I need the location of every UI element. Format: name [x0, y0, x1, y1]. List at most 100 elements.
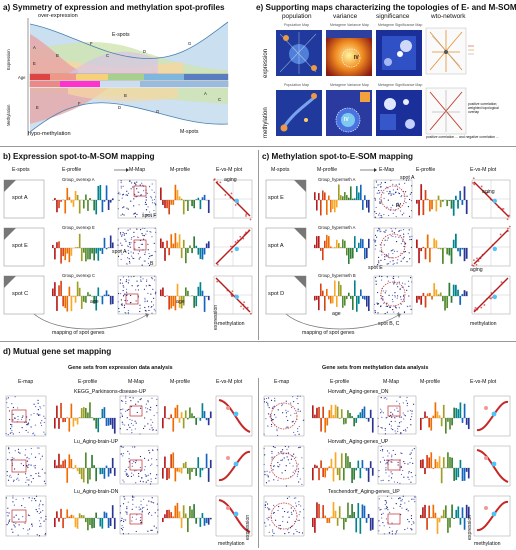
profile-bar	[463, 518, 466, 530]
profile-bar	[60, 248, 62, 264]
gene-dot	[381, 275, 383, 278]
gene-dot	[26, 416, 28, 418]
profile-bar	[340, 518, 343, 520]
profile-bar	[424, 296, 427, 308]
gene-dot	[408, 229, 410, 231]
scatter-point	[249, 218, 252, 221]
gene-dot	[393, 262, 395, 265]
profile-bar	[459, 296, 462, 305]
profile-bar	[58, 200, 60, 209]
gene-dot	[128, 461, 130, 463]
gene-dot	[296, 475, 298, 477]
gene-dot	[144, 253, 146, 255]
gene-dot	[125, 472, 127, 474]
profile-bar	[312, 518, 314, 527]
profile-bar	[352, 296, 354, 310]
gene-dot	[118, 307, 120, 310]
profile-bar	[107, 247, 110, 248]
gene-dot	[121, 213, 124, 215]
gene-dot	[122, 231, 124, 234]
gene-dot	[131, 432, 133, 434]
gene-dot	[132, 186, 134, 188]
gene-dot	[263, 447, 265, 450]
gene-dot	[386, 398, 388, 400]
profile-bar	[187, 290, 189, 296]
gene-dot	[394, 228, 397, 230]
gene-dot	[375, 280, 378, 282]
gene-dot	[412, 521, 414, 523]
gene-dot	[379, 250, 381, 252]
gene-dot	[383, 244, 385, 246]
profile-bar	[209, 459, 212, 468]
profile-bar	[201, 290, 204, 296]
gene-dot	[146, 300, 148, 302]
gene-dot	[398, 192, 401, 195]
gene-dot	[156, 404, 158, 407]
gene-dot	[122, 455, 124, 457]
profile-bar	[330, 516, 333, 518]
profile-bar	[87, 468, 89, 484]
profile-bar	[172, 243, 175, 248]
profile-bar	[70, 296, 73, 312]
gene-dot	[133, 496, 135, 498]
profile-bar	[365, 418, 368, 419]
profile-bar	[447, 418, 449, 422]
profile-bar	[205, 453, 208, 468]
profile-bar	[58, 241, 60, 248]
gene-dot	[151, 236, 153, 238]
scatter-point	[213, 178, 216, 181]
profile-bar	[187, 248, 189, 253]
gene-dot	[380, 200, 382, 202]
gene-dot	[380, 408, 382, 410]
gene-dot	[136, 196, 138, 198]
gene-dot	[145, 407, 147, 409]
gene-dot	[148, 306, 150, 308]
gene-dot	[143, 469, 146, 471]
m-profile-bars	[160, 233, 210, 264]
gene-dot	[121, 197, 123, 199]
profile-bar	[318, 193, 320, 200]
gene-dot	[40, 511, 42, 513]
profile-bar	[97, 287, 100, 296]
gene-dot	[17, 407, 19, 409]
scatter-point	[500, 281, 503, 284]
gene-dot	[272, 418, 274, 421]
profile-bar	[74, 190, 77, 200]
gene-dot	[7, 458, 9, 461]
gene-dot	[121, 453, 123, 455]
gene-dot	[44, 417, 46, 419]
group-label: Group_overexp A	[62, 177, 95, 182]
scatter-point	[480, 306, 483, 309]
gene-dot	[391, 298, 394, 301]
m-profile-bars	[160, 184, 210, 215]
gene-dot	[396, 400, 398, 402]
gene-dot	[146, 192, 148, 194]
profile-bar	[434, 459, 437, 468]
over-expression-label: over-expression	[38, 13, 78, 19]
gene-dot	[378, 275, 381, 277]
profile-bar	[87, 200, 89, 211]
gene-dot	[303, 517, 305, 519]
gene-dot	[27, 424, 29, 426]
gene-dot	[119, 232, 122, 234]
profile-bar	[324, 240, 326, 248]
profile-bar	[422, 507, 424, 518]
gene-dot	[139, 455, 142, 458]
profile-bar	[103, 407, 106, 418]
gene-dot	[299, 446, 301, 448]
gene-dot	[139, 256, 141, 258]
profile-bar	[191, 248, 193, 254]
gene-dot	[386, 459, 388, 461]
profile-bar	[89, 198, 91, 200]
profile-bar	[205, 518, 208, 524]
profile-bar	[361, 408, 364, 418]
profile-bar	[314, 518, 316, 533]
gene-dot	[267, 403, 269, 405]
gene-dot	[40, 422, 42, 424]
gene-dot	[379, 191, 381, 194]
gene-dot	[384, 181, 386, 184]
gene-dot	[374, 199, 376, 201]
gene-dot	[298, 425, 300, 428]
gene-dot	[129, 243, 131, 245]
gene-dot	[270, 399, 273, 401]
